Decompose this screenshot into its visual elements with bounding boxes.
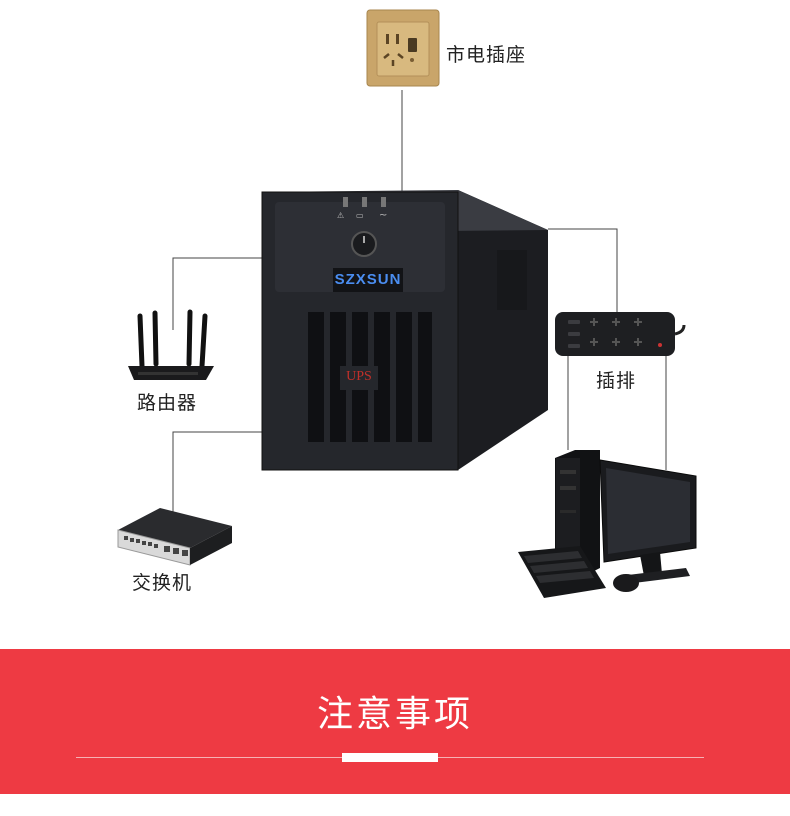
ups-brand-label: SZXSUN (334, 271, 402, 288)
wall-socket-icon (366, 9, 440, 87)
connection-lines (172, 90, 667, 512)
ups-unit-icon: ⚠ ▭ ~ (261, 190, 548, 471)
computer-icon (518, 450, 697, 598)
power-strip-label: 插排 (596, 370, 637, 392)
notice-banner: 注意事项 (0, 649, 790, 794)
banner-accent-bar (342, 753, 438, 762)
connection-diagram: ⚠ ▭ ~ (117, 9, 697, 598)
banner-title: 注意事项 (316, 694, 473, 735)
svg-text:~: ~ (379, 210, 387, 221)
router-label: 路由器 (137, 392, 198, 414)
router-icon (128, 309, 214, 380)
line-ups-router (172, 257, 262, 330)
line-ups-switch (172, 431, 262, 512)
switch-label: 交换机 (132, 572, 193, 594)
network-switch-icon (117, 508, 232, 566)
ups-model-label: UPS (346, 369, 372, 384)
line-ups-powerstrip (548, 228, 618, 312)
socket-label: 市电插座 (446, 44, 527, 66)
power-strip-icon (555, 312, 686, 356)
svg-text:⚠: ⚠ (337, 211, 344, 220)
svg-text:▭: ▭ (356, 211, 364, 220)
